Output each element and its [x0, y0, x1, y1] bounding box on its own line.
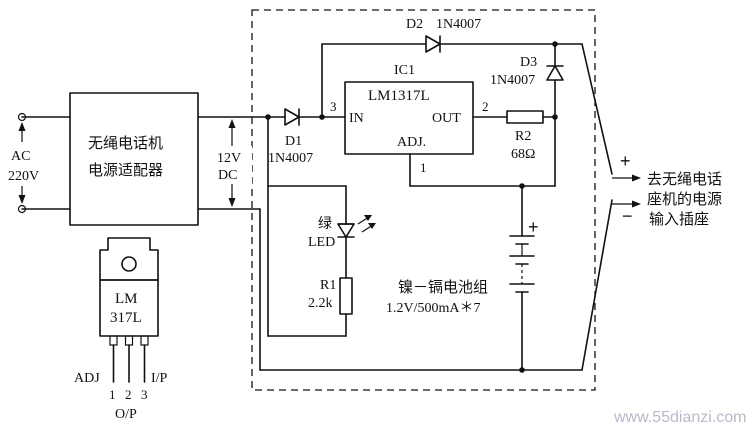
power-adapter-box: 无绳电话机 电源适配器 — [69, 92, 199, 226]
diode-d2: D2 1N4007 — [321, 17, 556, 53]
diode-d1: D1 1N4007 — [267, 108, 323, 166]
dc-voltage-arrow: 12V DC — [212, 119, 252, 207]
d2-ref: D2 — [406, 17, 423, 32]
r1-value: 2.2k — [308, 296, 333, 311]
d2-part: 1N4007 — [436, 17, 481, 32]
package-pin-1: 1 — [109, 387, 116, 402]
r2-value: 68Ω — [511, 147, 535, 162]
ic1-part: LM1317L — [368, 88, 430, 104]
package-pin-op: O/P — [115, 407, 137, 422]
r2-ref: R2 — [515, 129, 531, 144]
adapter-label-line1: 无绳电话机 — [88, 135, 163, 152]
d1-ref: D1 — [285, 134, 302, 149]
ic1-ref: IC1 — [394, 63, 415, 78]
output-label-line2: 座机的电源 — [647, 191, 722, 208]
ac-input: AC 220V — [8, 112, 71, 214]
diode-d3: D3 1N4007 — [490, 41, 564, 118]
output-label-line3: 输入插座 — [649, 211, 709, 228]
dc-voltage-label: 12V — [217, 151, 241, 166]
ic1-pin2-num: 2 — [482, 99, 489, 114]
output-minus: − — [622, 206, 633, 226]
lm317l-package: LM 317L ADJ I/P 1 2 3 O/P — [74, 237, 168, 422]
battery-spec: 1.2V/500mA＊7 — [386, 301, 481, 316]
ic1-pin1-num: 1 — [420, 160, 427, 175]
ac-label: AC — [11, 149, 30, 164]
package-label-line1: LM — [115, 291, 138, 307]
package-pin-2: 2 — [125, 387, 132, 402]
ic1-pin-in: IN — [349, 111, 364, 126]
resistor-r2: R2 68Ω — [506, 110, 544, 162]
ic1-pin-out: OUT — [432, 111, 461, 126]
battery-plus: + — [528, 217, 539, 237]
led-label: LED — [308, 235, 335, 250]
watermark: www.55dianzi.com — [613, 409, 746, 426]
regulator-ic1: IC1 LM1317L IN OUT ADJ. 3 2 1 — [330, 63, 489, 175]
charger-enclosure-dashed — [251, 9, 596, 391]
r1-ref: R1 — [320, 278, 336, 293]
package-pin-3: 3 — [141, 387, 148, 402]
dc-label: DC — [218, 168, 237, 183]
d3-part: 1N4007 — [490, 73, 535, 88]
d1-part: 1N4007 — [268, 151, 313, 166]
resistor-r1: R1 2.2k — [267, 185, 353, 337]
ic1-pin3-num: 3 — [330, 99, 337, 114]
output-plus: + — [620, 151, 631, 171]
nicd-battery-pack: + 镍－镉电池组 1.2V/500mA＊7 — [386, 185, 539, 371]
package-label-line2: 317L — [110, 310, 142, 326]
package-pin-ip: I/P — [151, 371, 168, 386]
package-pin-adj: ADJ — [74, 371, 100, 386]
output-label-line1: 去无绳电话 — [647, 171, 722, 188]
green-led: 绿 LED — [308, 185, 376, 279]
led-color-label: 绿 — [318, 215, 332, 231]
ic1-pin-adj: ADJ. — [397, 135, 426, 150]
battery-name: 镍－镉电池组 — [398, 278, 488, 296]
adapter-label-line2: 电源适配器 — [88, 162, 163, 179]
ac-voltage-label: 220V — [8, 169, 39, 184]
output-leads: + − 去无绳电话 座机的电源 输入插座 — [554, 43, 722, 371]
d3-ref: D3 — [520, 55, 537, 70]
